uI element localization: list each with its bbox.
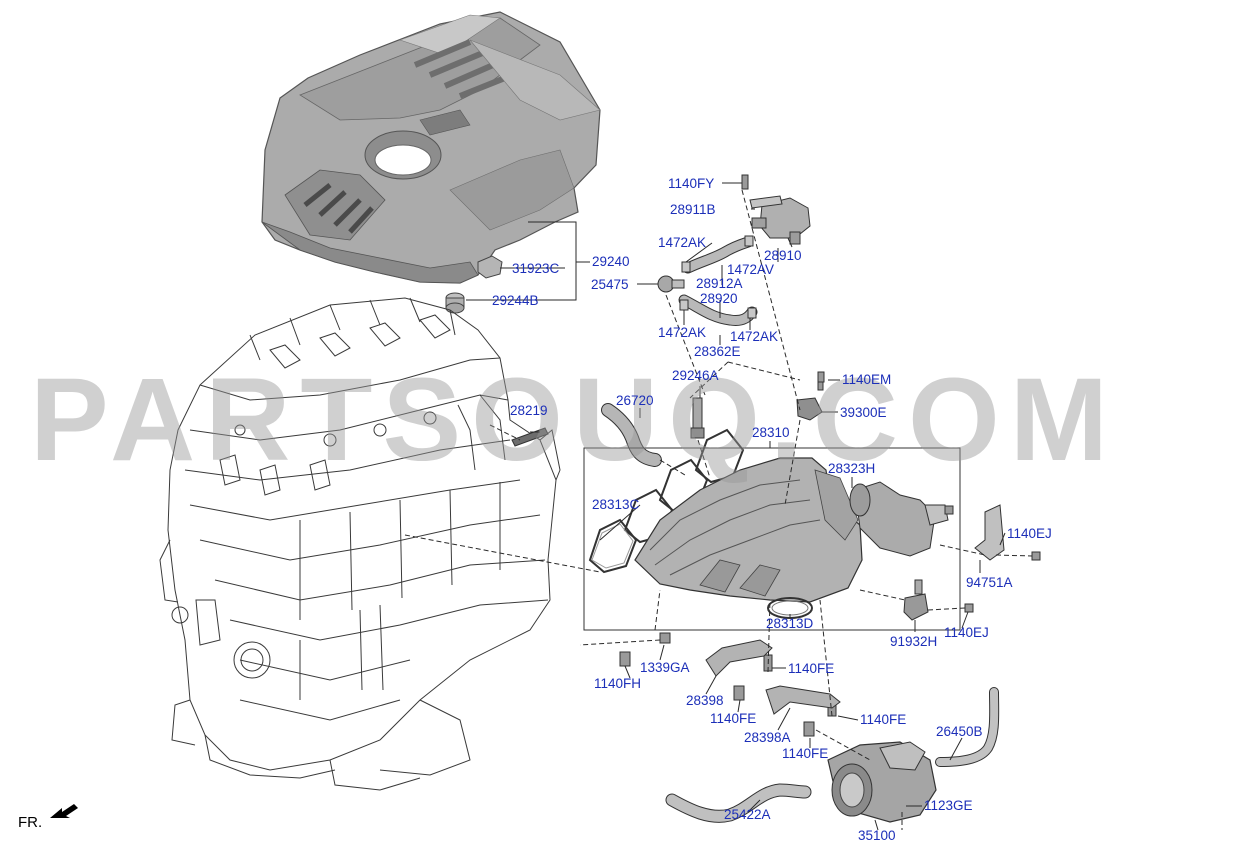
part-label-31923c[interactable]: 31923C — [512, 261, 560, 276]
part-label-28313d[interactable]: 28313D — [766, 616, 814, 631]
part-label-1472ak-top[interactable]: 1472AK — [658, 235, 707, 250]
part-label-1140fe-a[interactable]: 1140FE — [788, 661, 835, 676]
part-label-29240[interactable]: 29240 — [592, 254, 630, 269]
part-label-28920[interactable]: 28920 — [700, 291, 738, 306]
part-label-1140ej-lower[interactable]: 1140EJ — [944, 625, 989, 640]
throttle-body-35100-shape — [827, 741, 937, 823]
grommet-31923c-shape — [477, 255, 503, 279]
part-label-28910[interactable]: 28910 — [764, 248, 802, 263]
bracket-94751a-shape — [974, 504, 1005, 561]
part-label-1140fh[interactable]: 1140FH — [594, 676, 642, 691]
hose-26450b-shape — [935, 687, 1000, 767]
hose-25422a-shape — [665, 783, 812, 823]
part-label-29246a[interactable]: 29246A — [672, 368, 719, 383]
part-label-28310[interactable]: 28310 — [752, 425, 790, 440]
front-direction-label: FR. — [18, 814, 43, 831]
part-label-1140fe-b[interactable]: 1140FE — [710, 711, 757, 726]
part-label-28323h[interactable]: 28323H — [828, 461, 876, 476]
part-label-1339ga[interactable]: 1339GA — [640, 660, 690, 675]
clamps-1472-shape — [679, 235, 757, 319]
part-label-28911b[interactable]: 28911B — [670, 202, 716, 217]
engine-block-outline — [159, 297, 561, 791]
bracket-28911b-shape — [749, 195, 783, 209]
engine-cover[interactable] — [261, 11, 601, 284]
part-label-29244b[interactable]: 29244B — [492, 293, 539, 308]
part-label-28398[interactable]: 28398 — [686, 693, 724, 708]
leader-lines — [404, 182, 1033, 831]
intake-manifold-shape — [634, 457, 863, 603]
pipe-26720-shape — [601, 403, 662, 467]
pcv-valve-28910-shape — [751, 197, 811, 245]
part-label-1140fy[interactable]: 1140FY — [668, 176, 715, 191]
part-label-28219[interactable]: 28219 — [510, 403, 548, 418]
part-label-28912a[interactable]: 28912A — [696, 276, 743, 291]
part-label-1140em[interactable]: 1140EM — [842, 372, 892, 387]
sensor-39300e-shape — [796, 377, 824, 421]
part-label-25422a[interactable]: 25422A — [724, 807, 771, 822]
part-label-1140fe-c[interactable]: 1140FE — [860, 712, 907, 727]
part-label-94751a[interactable]: 94751A — [966, 575, 1013, 590]
part-label-1472ak-left[interactable]: 1472AK — [658, 325, 707, 340]
part-label-39300e[interactable]: 39300E — [840, 405, 887, 420]
part-label-25475[interactable]: 25475 — [591, 277, 629, 292]
front-direction-arrow-icon — [50, 804, 78, 818]
part-label-1472ak-right[interactable]: 1472AK — [730, 329, 779, 344]
part-label-28313c[interactable]: 28313C — [592, 497, 640, 512]
sensor-29246a-shape — [690, 397, 705, 439]
assembly-frame-28310 — [583, 447, 961, 631]
part-label-35100[interactable]: 35100 — [858, 828, 896, 843]
part-label-28398a[interactable]: 28398A — [744, 730, 791, 745]
fitting-25475-shape — [657, 275, 685, 293]
part-label-26450b[interactable]: 26450B — [936, 724, 983, 739]
part-label-28362e[interactable]: 28362E — [694, 344, 741, 359]
part-label-1140ej-right[interactable]: 1140EJ — [1007, 526, 1052, 541]
part-label-1140fe-d[interactable]: 1140FE — [782, 746, 829, 761]
sensor-91932h-shape — [903, 579, 929, 621]
bracket-28398-shape — [705, 639, 773, 677]
hose-28912a-shape — [682, 236, 754, 274]
bracket-28398a-shape — [765, 685, 841, 715]
part-label-91932h[interactable]: 91932H — [890, 634, 938, 649]
part-label-1123ge[interactable]: 1123GE — [924, 798, 973, 813]
gasket-28219-shape — [511, 427, 549, 447]
actuator-28323h-shape — [849, 481, 949, 557]
part-label-26720[interactable]: 26720 — [616, 393, 654, 408]
part-label-1472av[interactable]: 1472AV — [727, 262, 775, 277]
